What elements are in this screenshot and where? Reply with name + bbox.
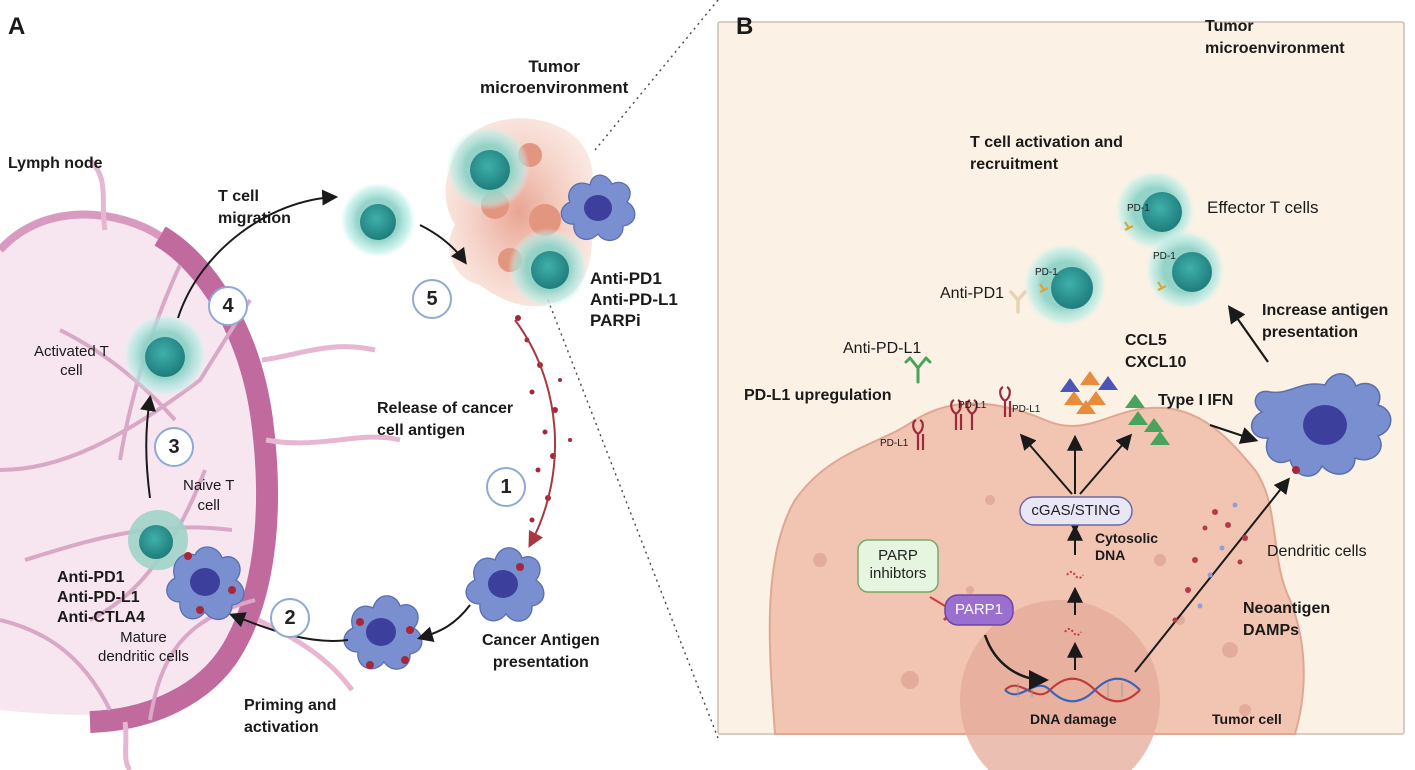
- activated-t-cell-label: Activated T cell: [34, 343, 109, 379]
- naive-t-cell-label: Naive T cell: [183, 477, 235, 514]
- dna-helix: [1004, 677, 1141, 703]
- pd1-label-2: PD-1: [1035, 267, 1058, 278]
- tumor-t-cell-2: [508, 228, 588, 308]
- ifn-to-dc-arrow: [1209, 423, 1259, 444]
- cytosolic-dna-label: Cytosolic DNA: [1095, 530, 1159, 563]
- effector-t-cell-2: [1023, 243, 1107, 327]
- chemokine-triangles: [1060, 371, 1170, 445]
- panel-b-label: B: [736, 13, 754, 40]
- pdl1-label-1: PD-L1: [880, 438, 909, 449]
- ccl5-cxcl10-label: CCL5 CXCL10: [1125, 332, 1187, 371]
- tumor-microenvironment-label-a: Tumor microenvironment: [480, 57, 629, 97]
- pdl1-receptors: [912, 386, 1012, 450]
- naive-t-cell: [128, 510, 188, 570]
- tumor-drugs-label: Anti-PD1 Anti-PD-L1 PARPi: [590, 269, 678, 330]
- step-5: 5: [412, 279, 452, 319]
- type-i-ifn-label: Type I IFN: [1158, 392, 1234, 409]
- mature-dc-label: Mature dendritic cells: [98, 629, 189, 665]
- priming-label: Priming and activation: [244, 697, 337, 736]
- antigen-release-arrow: [514, 319, 557, 548]
- tumor-microenvironment-label-b: Tumor microenvironment: [1205, 18, 1345, 57]
- dc-to-tcells-arrow: [1227, 305, 1269, 363]
- parp-inhibitors-label: PARP inhibtors: [869, 547, 927, 582]
- tumor-cell: [768, 402, 1305, 770]
- priming-dc: [343, 595, 423, 670]
- tumor-cell-label: Tumor cell: [1212, 711, 1282, 727]
- dendritic-cell-b: [1250, 373, 1392, 477]
- t-cell-migration-label: T cell migration: [218, 188, 291, 227]
- step-1: 1: [486, 467, 526, 507]
- increase-antigen-label: Increase antigen presentation: [1262, 302, 1389, 341]
- cgas-sting-label: cGAS/STING: [1031, 502, 1121, 519]
- neoantigen-dots: [1172, 502, 1248, 623]
- activated-t-cell: [123, 313, 207, 397]
- anti-pd1-antibody: [1009, 290, 1027, 314]
- lymph-node-drugs-label: Anti-PD1 Anti-PD-L1 Anti-CTLA4: [57, 569, 145, 626]
- pdl1-upregulation-label: PD-L1 upregulation: [744, 387, 892, 404]
- parp1-pill-shape: [944, 594, 1014, 626]
- parp1-label: PARP1: [954, 601, 1004, 618]
- migrating-t-cell: [340, 182, 416, 258]
- anti-pd1-label: Anti-PD1: [940, 285, 1005, 302]
- t-cell-activation-label: T cell activation and recruitment: [970, 134, 1123, 173]
- parp1-to-dna-arrow: [983, 634, 1049, 690]
- pd1-label-3: PD-1: [1153, 251, 1176, 262]
- mature-dendritic-cell-a: [166, 546, 245, 621]
- release-antigen-label: Release of cancer cell antigen: [377, 400, 514, 439]
- anti-pdl1-label: Anti-PD-L1: [843, 340, 922, 357]
- effector-t-cell-1: [1115, 170, 1195, 250]
- cancer-antigen-presentation-label: Cancer Antigen presentation: [482, 632, 600, 671]
- step-4: 4: [208, 286, 248, 326]
- cgas-sting-pill-shape: [1019, 496, 1133, 526]
- tumor-dendritic-cell: [560, 174, 636, 242]
- zoom-lines: [547, 0, 719, 739]
- dendritic-cells-label: Dendritic cells: [1267, 543, 1367, 560]
- step-3: 3: [154, 427, 194, 467]
- pd1-receptors: [1039, 221, 1167, 293]
- lymph-node-label: Lymph node: [8, 155, 103, 172]
- pdl1-label-3: PD-L1: [1012, 404, 1041, 415]
- antigen-presenting-dc: [465, 547, 545, 622]
- pdl1-label-2: PD-L1: [958, 400, 987, 411]
- pd1-label-1: PD-1: [1127, 203, 1150, 214]
- panel-a-label: A: [8, 13, 26, 40]
- tumor-t-cell-1: [446, 126, 530, 210]
- anti-pdl1-antibody: [904, 356, 932, 384]
- neoantigen-label: Neoantigen DAMPs: [1243, 600, 1331, 639]
- dna-damage-label: DNA damage: [1030, 711, 1117, 727]
- lymph-node: [0, 158, 401, 770]
- step-2: 2: [270, 598, 310, 638]
- effector-t-cells-label: Effector T cells: [1207, 198, 1319, 217]
- parp-inhibitors-pill-shape: [857, 539, 939, 593]
- effector-t-cell-3: [1145, 230, 1225, 310]
